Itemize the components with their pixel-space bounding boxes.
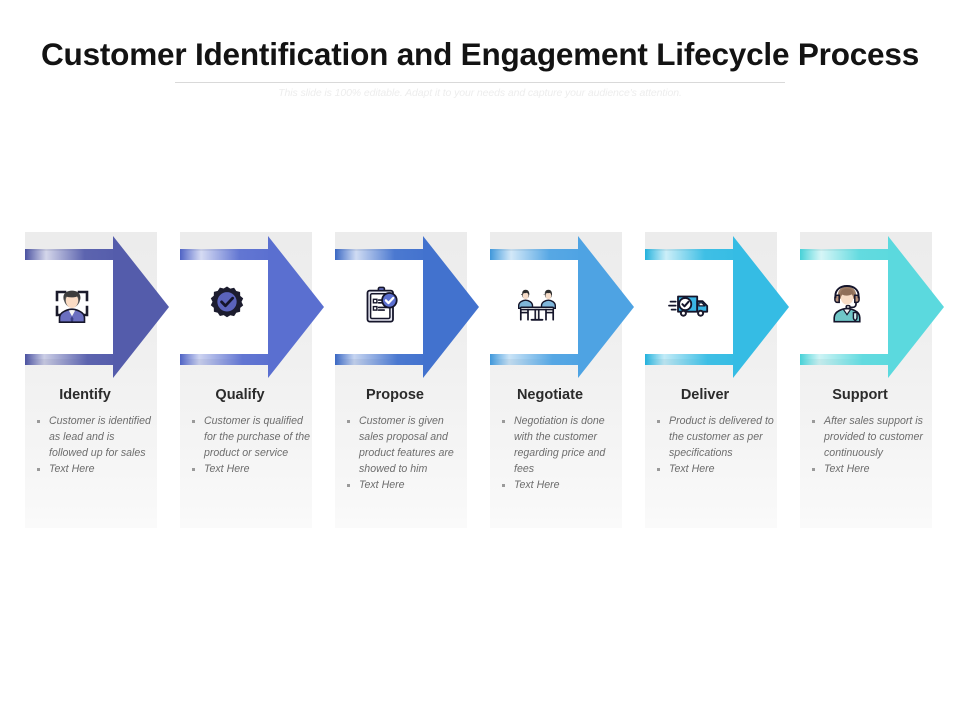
headset-support-agent-icon bbox=[822, 279, 872, 329]
step-bullet-list: Product is delivered to the customer as … bbox=[653, 413, 775, 477]
title-divider bbox=[175, 82, 785, 83]
step-bullet-list: After sales support is provided to custo… bbox=[808, 413, 930, 477]
step-bullet-item: Product is delivered to the customer as … bbox=[653, 413, 775, 461]
step-title: Propose bbox=[365, 387, 424, 403]
check-badge-seal-icon bbox=[202, 279, 252, 329]
step-icon-well bbox=[490, 251, 582, 359]
step-bullet-item: After sales support is provided to custo… bbox=[808, 413, 930, 461]
step-title: Qualify bbox=[215, 387, 265, 403]
step-bullet-list: Customer is identified as lead and is fo… bbox=[33, 413, 155, 477]
step-title: Support bbox=[832, 387, 888, 403]
step-bullet-item: Customer is given sales proposal and pro… bbox=[343, 413, 465, 477]
slide-header: Customer Identification and Engagement L… bbox=[0, 34, 960, 99]
step-bullet-list: Customer is given sales proposal and pro… bbox=[343, 413, 465, 493]
step-bullet-item: Text Here bbox=[653, 461, 775, 477]
clipboard-checklist-icon bbox=[357, 279, 407, 329]
page-title: Customer Identification and Engagement L… bbox=[40, 36, 920, 72]
step-bullet-item: Negotiation is done with the customer re… bbox=[498, 413, 620, 477]
step-icon-well bbox=[800, 251, 892, 359]
page-subtitle: This slide is 100% editable. Adapt it to… bbox=[278, 87, 682, 99]
delivery-truck-icon bbox=[667, 279, 717, 329]
step-bullet-item: Customer is qualified for the purchase o… bbox=[188, 413, 310, 461]
step-bullet-list: Customer is qualified for the purchase o… bbox=[188, 413, 310, 477]
step-bullet-list: Negotiation is done with the customer re… bbox=[498, 413, 620, 493]
person-face-scan-icon bbox=[47, 279, 97, 329]
step-bullet-item: Text Here bbox=[498, 477, 620, 493]
two-people-at-table-icon bbox=[512, 279, 562, 329]
step-bullet-item: Customer is identified as lead and is fo… bbox=[33, 413, 155, 461]
step-bullet-item: Text Here bbox=[343, 477, 465, 493]
step-title: Deliver bbox=[680, 387, 730, 403]
step-title: Identify bbox=[59, 387, 111, 403]
step-bullet-item: Text Here bbox=[808, 461, 930, 477]
step-bullet-item: Text Here bbox=[188, 461, 310, 477]
step-title: Negotiate bbox=[516, 387, 584, 403]
step-bullet-item: Text Here bbox=[33, 461, 155, 477]
